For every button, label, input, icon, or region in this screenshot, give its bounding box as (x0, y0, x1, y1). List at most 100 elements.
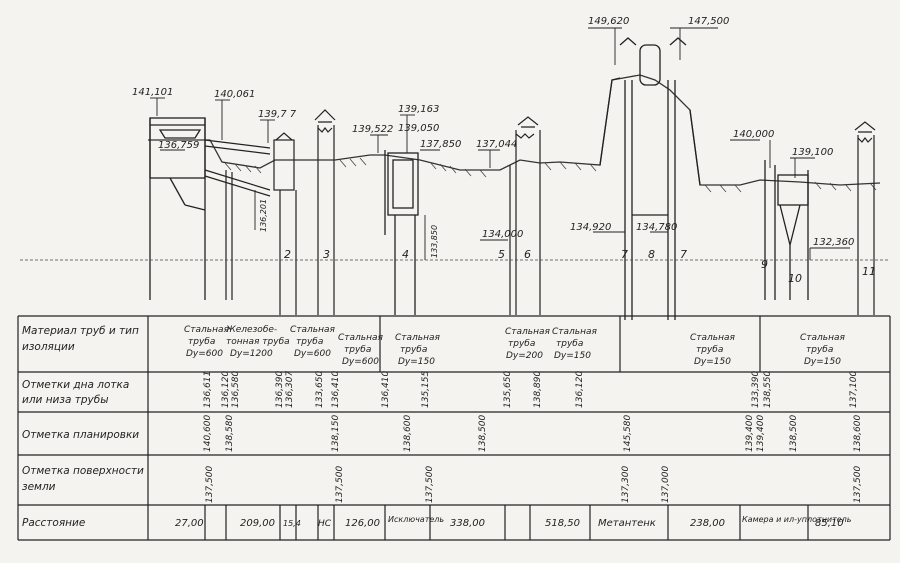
ground-6: 137,500 (853, 466, 863, 503)
material-c4: Стальная труба Dу=600 (338, 333, 386, 367)
plan-6: 145,580 (623, 415, 633, 452)
data-table-grid (17, 315, 891, 541)
elevation-labels: 141,101 140,061 139,7 7 136,759 136,201 … (132, 16, 854, 258)
ground-hatch (224, 157, 877, 193)
label-tray-bottom: Отметки дна лотка или низа трубы (22, 379, 133, 406)
well-num-10: 10 (788, 272, 802, 285)
elev-140-000: 140,000 (733, 129, 774, 140)
dist-6: Исключатель (388, 515, 444, 524)
elev-137-044: 137,044 (476, 139, 517, 150)
label-material: Материал труб и тип изоляции (22, 325, 142, 353)
tray-13: 133,390 (751, 371, 761, 408)
elev-139-522: 139,522 (352, 124, 393, 135)
dist-12: 85,10 (815, 518, 844, 529)
row-label-tray-bind: Отметки дна лотка или низа трубы (20, 374, 39, 377)
well-5-6 (509, 116, 541, 315)
tray-3: 136,580 (231, 371, 241, 408)
ground-3: 137,500 (425, 466, 435, 503)
tray-9: 135,155 (421, 371, 431, 408)
plan-4: 138,600 (403, 415, 413, 452)
elev-139-050: 139,050 (398, 123, 439, 134)
well-2 (273, 132, 297, 315)
material-c3: Стальная труба Dу=600 (290, 325, 338, 359)
well-3 (314, 109, 336, 315)
tray-values: 136,611 136,120 136,580 136,390 136,307 … (203, 371, 859, 408)
well-num-5: 5 (498, 248, 505, 261)
methane-tank (599, 37, 701, 320)
material-c7: Стальная труба Dу=150 (552, 327, 600, 361)
elev-149-620: 149,620 (588, 16, 629, 27)
plan-7: 139,400 (745, 415, 755, 452)
row-label-planning-bind: Отметка планировки (20, 415, 32, 417)
dist-3: 15,4 (283, 519, 301, 528)
row-labels: Материал труб и тип изоляции Отметки дна… (22, 325, 147, 529)
well-4 (384, 150, 419, 315)
material-c6: Стальная труба Dу=200 (505, 327, 553, 361)
elev-139-100: 139,100 (792, 147, 833, 158)
elev-132-360: 132,360 (813, 237, 854, 248)
material-c8: Стальная труба Dу=150 (690, 333, 738, 367)
well-num-3: 3 (323, 248, 330, 261)
plan-5: 138,500 (478, 415, 488, 452)
structure-tank-left (149, 117, 206, 300)
elev-134-920: 134,920 (570, 222, 611, 233)
plan-2: 138,580 (225, 415, 235, 452)
well-9-10 (764, 160, 809, 300)
tray-6: 133,650 (315, 371, 325, 408)
well-num-9: 9 (761, 258, 768, 271)
ground-1: 137,500 (205, 466, 215, 503)
dist-8: 518,50 (545, 518, 580, 529)
material-c2: Железобе- тонная труба Dу=1200 (225, 325, 293, 359)
tray-10: 135,650 (503, 371, 513, 408)
tray-11: 138,890 (533, 371, 543, 408)
dist-4: НС (318, 519, 332, 529)
elevation-leaders (150, 27, 850, 260)
pipe-runs (204, 139, 271, 300)
ground-2: 137,500 (335, 466, 345, 503)
plan-1: 140,600 (203, 415, 213, 452)
planning-values: 140,600 138,580 138,150 138,600 138,500 … (203, 415, 863, 452)
plan-3: 138,150 (331, 415, 341, 452)
ground-values: 137,500 137,500 137,500 137,300 137,000 … (205, 466, 863, 503)
dist-1: 27,00 (175, 518, 204, 529)
material-c9: Стальная труба Dу=150 (800, 333, 848, 367)
elev-139-163: 139,163 (398, 104, 439, 115)
elev-139-77: 139,7 7 (258, 109, 297, 120)
material-c1: Стальная труба Dу=600 (184, 325, 232, 359)
well-num-7b: 7 (680, 248, 687, 261)
label-planning: Отметка планировки (22, 429, 139, 441)
tray-2: 136,120 (221, 371, 231, 408)
elev-134-780: 134,780 (636, 222, 677, 233)
elev-141-101: 141,101 (132, 87, 173, 98)
ground-4: 137,300 (621, 466, 631, 503)
label-ground: Отметка поверхности земли (22, 465, 147, 493)
label-distance: Расстояние (22, 517, 85, 529)
dist-10: 238,00 (690, 518, 725, 529)
well-11 (854, 121, 876, 315)
dist-2: 209,00 (240, 518, 275, 529)
tray-7: 136,410 (331, 371, 341, 408)
elev-140-061: 140,061 (214, 89, 255, 100)
well-num-4: 4 (402, 248, 409, 261)
tray-4: 136,390 (275, 371, 285, 408)
elev-133-850: 133,850 (430, 225, 439, 258)
dist-7: 338,00 (450, 518, 485, 529)
well-num-7a: 7 (621, 248, 628, 261)
material-c5: Стальная труба Dу=150 (395, 333, 443, 367)
material-cells: Стальная труба Dу=600 Железобе- тонная т… (184, 325, 848, 367)
tray-14: 138,550 (763, 371, 773, 408)
tray-12: 136,120 (575, 371, 585, 408)
dist-9: Метантенк (598, 518, 656, 529)
elev-136-759: 136,759 (158, 140, 199, 151)
dist-5: 126,00 (345, 518, 380, 529)
well-num-8: 8 (648, 248, 655, 261)
plan-8: 139,400 (756, 415, 766, 452)
distance-values: 27,00 209,00 15,4 НС 126,00 Исключатель … (175, 515, 852, 529)
tray-5: 136,307 (285, 371, 295, 408)
plan-9: 138,500 (789, 415, 799, 452)
well-num-2: 2 (284, 248, 291, 261)
well-num-11: 11 (862, 265, 876, 278)
elev-137-850: 137,850 (420, 139, 461, 150)
